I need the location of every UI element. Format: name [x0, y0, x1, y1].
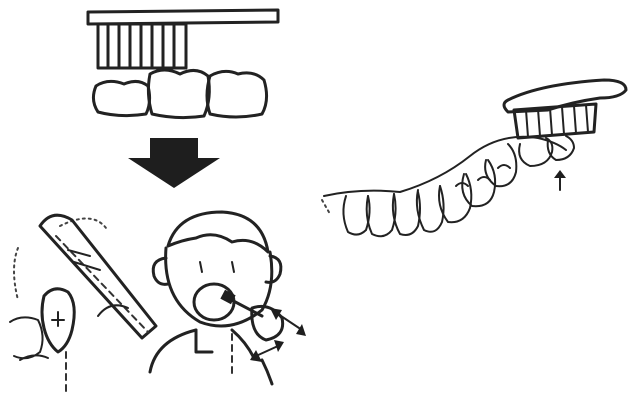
toothbrush-bristles: [96, 22, 188, 70]
child-face: [164, 246, 274, 328]
toothbrush-bristles-on-molars-icon: [86, 8, 280, 120]
toothbrush-angled-on-tooth-icon: [9, 213, 158, 397]
arch-toothbrush-handle: [502, 78, 628, 114]
arch-toothbrush-bristles: [512, 102, 598, 140]
brushing-motion-arrows-icon: [250, 308, 306, 362]
down-arrow-icon: [128, 138, 220, 188]
dental-arch-teeth: [342, 135, 575, 238]
child-brushing-teeth-icon: [148, 210, 306, 386]
up-arrow-icon: [554, 170, 566, 191]
toothbrush-handle: [86, 8, 280, 26]
incisor-tooth: [40, 287, 76, 354]
angled-toothbrush: [38, 213, 158, 340]
molar-teeth: [91, 68, 269, 120]
child-hair: [166, 210, 270, 254]
gum-line: [323, 135, 567, 197]
child-hand: [250, 304, 285, 342]
toothbrush-on-dental-arch-icon: [321, 78, 628, 238]
